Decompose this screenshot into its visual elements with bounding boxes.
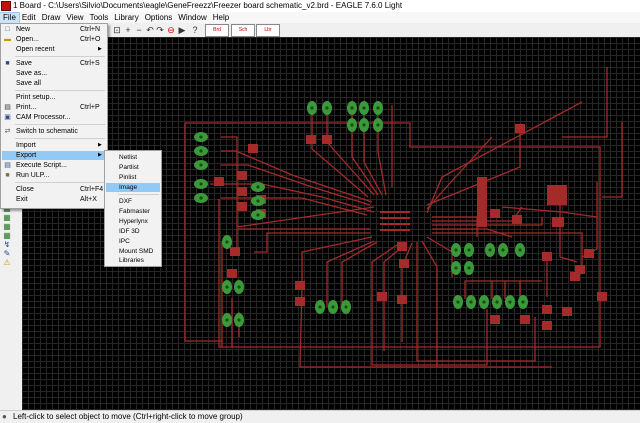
export-partlist[interactable]: Partlist — [119, 164, 139, 171]
export-image[interactable]: Image — [106, 183, 160, 192]
drc-warning-icon[interactable]: ⚠ — [3, 258, 11, 267]
go-icon[interactable]: ▶ — [178, 25, 186, 35]
print-icon: ▤ — [4, 104, 11, 111]
status-text: Left-click to select object to move (Ctr… — [13, 412, 243, 421]
open-folder-icon: ▬ — [4, 36, 11, 43]
ulp-icon: ■ — [5, 172, 10, 179]
export-pinlist[interactable]: Pinlist — [119, 174, 137, 181]
copy-tool-icon[interactable]: ▦ — [3, 222, 11, 231]
status-info-icon: ● — [2, 412, 7, 421]
menu-run-ulp[interactable]: ■ Run ULP... — [5, 172, 50, 179]
menu-window[interactable]: Window — [178, 12, 207, 22]
menu-cam-processor[interactable]: ▣ CAM Processor... — [4, 114, 71, 121]
menu-help[interactable]: Help — [212, 12, 230, 22]
board-button[interactable]: Brd — [205, 24, 229, 37]
mark-tool-icon[interactable]: ▦ — [3, 213, 11, 222]
menu-tools[interactable]: Tools — [89, 12, 109, 22]
menu-library[interactable]: Library — [114, 12, 139, 22]
menu-options[interactable]: Options — [144, 12, 173, 22]
smd-pads — [214, 124, 607, 330]
board-canvas[interactable] — [22, 37, 640, 410]
menu-save-all[interactable]: Save all — [16, 80, 41, 87]
export-ipc[interactable]: IPC — [119, 238, 130, 245]
pcb-layout — [184, 67, 623, 368]
menu-print-setup[interactable]: Print setup... — [16, 94, 56, 101]
stop-icon[interactable]: ⊖ — [167, 25, 175, 35]
submenu-arrow-icon: ▶ — [98, 152, 102, 158]
menu-separator — [15, 56, 105, 57]
export-idf-3d[interactable]: IDF 3D — [119, 228, 140, 235]
menu-separator — [15, 138, 105, 139]
menu-print[interactable]: ▤ Print... Ctrl+P — [4, 104, 100, 111]
undo-icon[interactable]: ↶ — [146, 25, 154, 35]
new-file-icon: □ — [5, 26, 10, 33]
menu-execute-script[interactable]: ▤ Execute Script... — [4, 162, 67, 169]
menu-separator — [15, 182, 105, 183]
submenu-arrow-icon: ▶ — [98, 46, 102, 52]
menu-close[interactable]: Close Ctrl+F4 — [16, 186, 104, 193]
menu-bar: File Edit Draw View Tools Library Option… — [0, 11, 640, 24]
menu-import[interactable]: Import ▶ — [16, 142, 102, 149]
help-icon[interactable]: ? — [192, 25, 198, 35]
save-icon: ■ — [5, 60, 10, 67]
group-tool-icon[interactable]: ▦ — [3, 231, 11, 240]
export-mount-smd[interactable]: Mount SMD — [119, 248, 154, 255]
library-button[interactable]: Lbr — [256, 24, 280, 37]
menu-edit[interactable]: Edit — [21, 12, 36, 22]
window-title: 1 Board - C:\Users\Silvio\Documents\eagl… — [13, 1, 403, 10]
menu-file[interactable]: File — [0, 11, 20, 24]
eagle-app-icon — [1, 1, 11, 11]
zoom-out-icon[interactable]: − — [136, 25, 142, 35]
menu-separator — [15, 90, 105, 91]
export-hyperlynx[interactable]: Hyperlynx — [119, 218, 148, 225]
file-menu: □ New Ctrl+N ▬ Open... Ctrl+O Open recen… — [0, 23, 108, 209]
schematic-button[interactable]: Sch — [231, 24, 255, 37]
export-libraries[interactable]: Libraries — [119, 257, 144, 264]
export-dxf[interactable]: DXF — [119, 198, 132, 205]
copper-traces — [184, 67, 623, 368]
toolbar: ⊡ + − ↶ ↷ ⊖ ▶ ? Brd Sch Lbr — [0, 23, 640, 38]
menu-save[interactable]: ■ Save Ctrl+S — [5, 60, 100, 67]
switch-icon: ⇄ — [4, 128, 11, 135]
menu-exit[interactable]: Exit Alt+X — [16, 196, 97, 203]
menu-new[interactable]: □ New Ctrl+N — [5, 26, 101, 33]
menu-separator — [15, 124, 105, 125]
menu-export[interactable]: Export ▶ — [2, 151, 106, 160]
export-netlist[interactable]: Netlist — [119, 154, 138, 161]
through-hole-pads — [194, 101, 528, 327]
menu-view[interactable]: View — [66, 12, 84, 22]
menu-open-recent[interactable]: Open recent ▶ — [16, 46, 102, 53]
menu-save-as[interactable]: Save as... — [16, 70, 48, 77]
export-fabmaster[interactable]: Fabmaster — [119, 208, 151, 215]
submenu-arrow-icon: ▶ — [98, 142, 102, 148]
status-bar: ● Left-click to select object to move (C… — [0, 410, 640, 423]
ripup-tool-icon[interactable]: ✎ — [3, 249, 11, 258]
route-tool-icon[interactable]: ↯ — [3, 240, 11, 249]
script-icon: ▤ — [4, 162, 11, 169]
menu-open[interactable]: ▬ Open... Ctrl+O — [4, 36, 101, 43]
zoom-in-icon[interactable]: + — [125, 25, 131, 35]
menu-draw[interactable]: Draw — [41, 12, 61, 22]
menu-switch-to-schematic[interactable]: ⇄ Switch to schematic — [4, 128, 78, 135]
title-bar: 1 Board - C:\Users\Silvio\Documents\eagl… — [0, 0, 640, 12]
menu-separator — [118, 194, 159, 195]
export-submenu: Netlist Partlist Pinlist Image DXF Fabma… — [104, 150, 162, 267]
redo-icon[interactable]: ↷ — [156, 25, 164, 35]
zoom-select-icon[interactable]: ⊡ — [113, 25, 121, 35]
cam-processor-icon: ▣ — [4, 114, 11, 121]
